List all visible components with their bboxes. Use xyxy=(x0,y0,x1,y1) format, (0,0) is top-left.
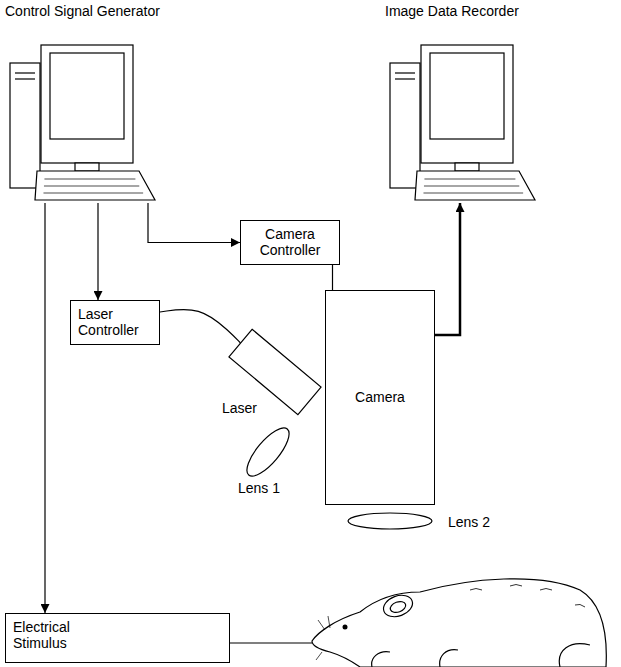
stimulus-wire xyxy=(230,642,312,643)
connector xyxy=(97,203,98,300)
rat-whiskers xyxy=(316,616,330,660)
computer: Control Signal Generator xyxy=(5,3,160,203)
computer-outline xyxy=(5,3,160,203)
box-text: Laser Controller xyxy=(78,306,139,338)
connector xyxy=(435,203,460,335)
lens-label: Lens 1 xyxy=(238,480,280,496)
computer-heading: Control Signal Generator xyxy=(5,3,160,19)
rat-ear xyxy=(380,591,415,620)
computer: Image Data Recorder xyxy=(385,3,550,203)
connector xyxy=(44,203,45,613)
laser: Laser xyxy=(220,328,325,423)
rat-eye xyxy=(343,625,348,630)
controller-box: Laser Controller xyxy=(70,300,160,345)
lens-1 xyxy=(240,422,295,482)
box-text: Camera Controller xyxy=(260,226,321,258)
lens-2 xyxy=(348,513,432,529)
rat-ear-inner xyxy=(389,600,407,615)
connector xyxy=(148,203,240,243)
controller-box: Camera Controller xyxy=(240,220,340,265)
connector xyxy=(332,265,333,290)
lens-label: Lens 2 xyxy=(448,514,490,530)
box-text: Electrical Stimulus xyxy=(13,619,70,651)
laser-label: Laser xyxy=(222,400,257,416)
rat-fur xyxy=(470,585,585,608)
box-text: Camera xyxy=(355,389,405,405)
camera-box: Camera xyxy=(325,290,435,505)
stimulus-box: Electrical Stimulus xyxy=(5,613,230,663)
connector xyxy=(160,309,241,343)
computer-outline xyxy=(385,3,550,203)
rat-body xyxy=(312,579,606,667)
computer-heading: Image Data Recorder xyxy=(385,3,519,19)
rat-legs xyxy=(372,644,590,667)
